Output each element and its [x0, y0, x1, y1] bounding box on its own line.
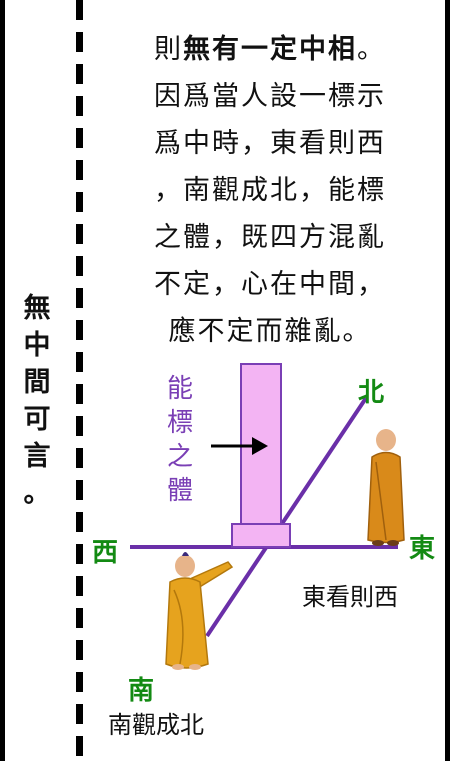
text-line: 爲中時，東看則西 — [154, 128, 386, 159]
north-south-axis — [205, 396, 368, 638]
south-view-caption: 南觀成北 — [108, 711, 204, 739]
west-label: 西 — [92, 538, 119, 568]
right-frame-border — [445, 0, 450, 761]
side-title-char: 間 — [23, 367, 51, 398]
pillar-label-char: 體 — [166, 476, 193, 506]
east-view-caption: 東看則西 — [302, 583, 398, 611]
east-label: 東 — [409, 534, 436, 564]
text-line: 之體，既四方混亂 — [154, 222, 386, 253]
dashed-divider — [76, 0, 83, 761]
text-line: ，南觀成北，能標 — [154, 175, 386, 206]
text-line: 則無有一定中相。 — [154, 34, 386, 65]
side-title-char: 言 — [23, 441, 51, 472]
side-title-char: 。 — [23, 478, 51, 509]
text-line: 因爲當人設一標示 — [154, 81, 386, 112]
arrow-head-icon — [252, 437, 268, 455]
pillar-label-char: 之 — [166, 442, 193, 472]
text-line: 應不定而雜亂。 — [168, 316, 372, 347]
side-title: 無 中 間 可 言 。 — [17, 290, 57, 512]
pillar-label-char: 標 — [166, 408, 193, 438]
side-title-char: 無 — [23, 293, 51, 324]
pillar-label-char: 能 — [166, 374, 193, 404]
left-frame-border — [0, 0, 5, 761]
pillar-label: 能 標 之 體 — [162, 372, 198, 508]
text-line: 不定，心在中間， — [154, 269, 386, 300]
monk-figure-icon — [367, 429, 405, 546]
side-title-char: 中 — [23, 330, 51, 361]
buddha-figure-icon — [165, 552, 234, 670]
south-label: 南 — [128, 676, 155, 706]
pillar-base — [231, 523, 291, 548]
explanation-text: 則無有一定中相。 因爲當人設一標示 爲中時，東看則西 ，南觀成北，能標 之體，既… — [100, 26, 440, 355]
side-title-char: 可 — [23, 404, 51, 435]
north-label: 北 — [358, 378, 385, 408]
